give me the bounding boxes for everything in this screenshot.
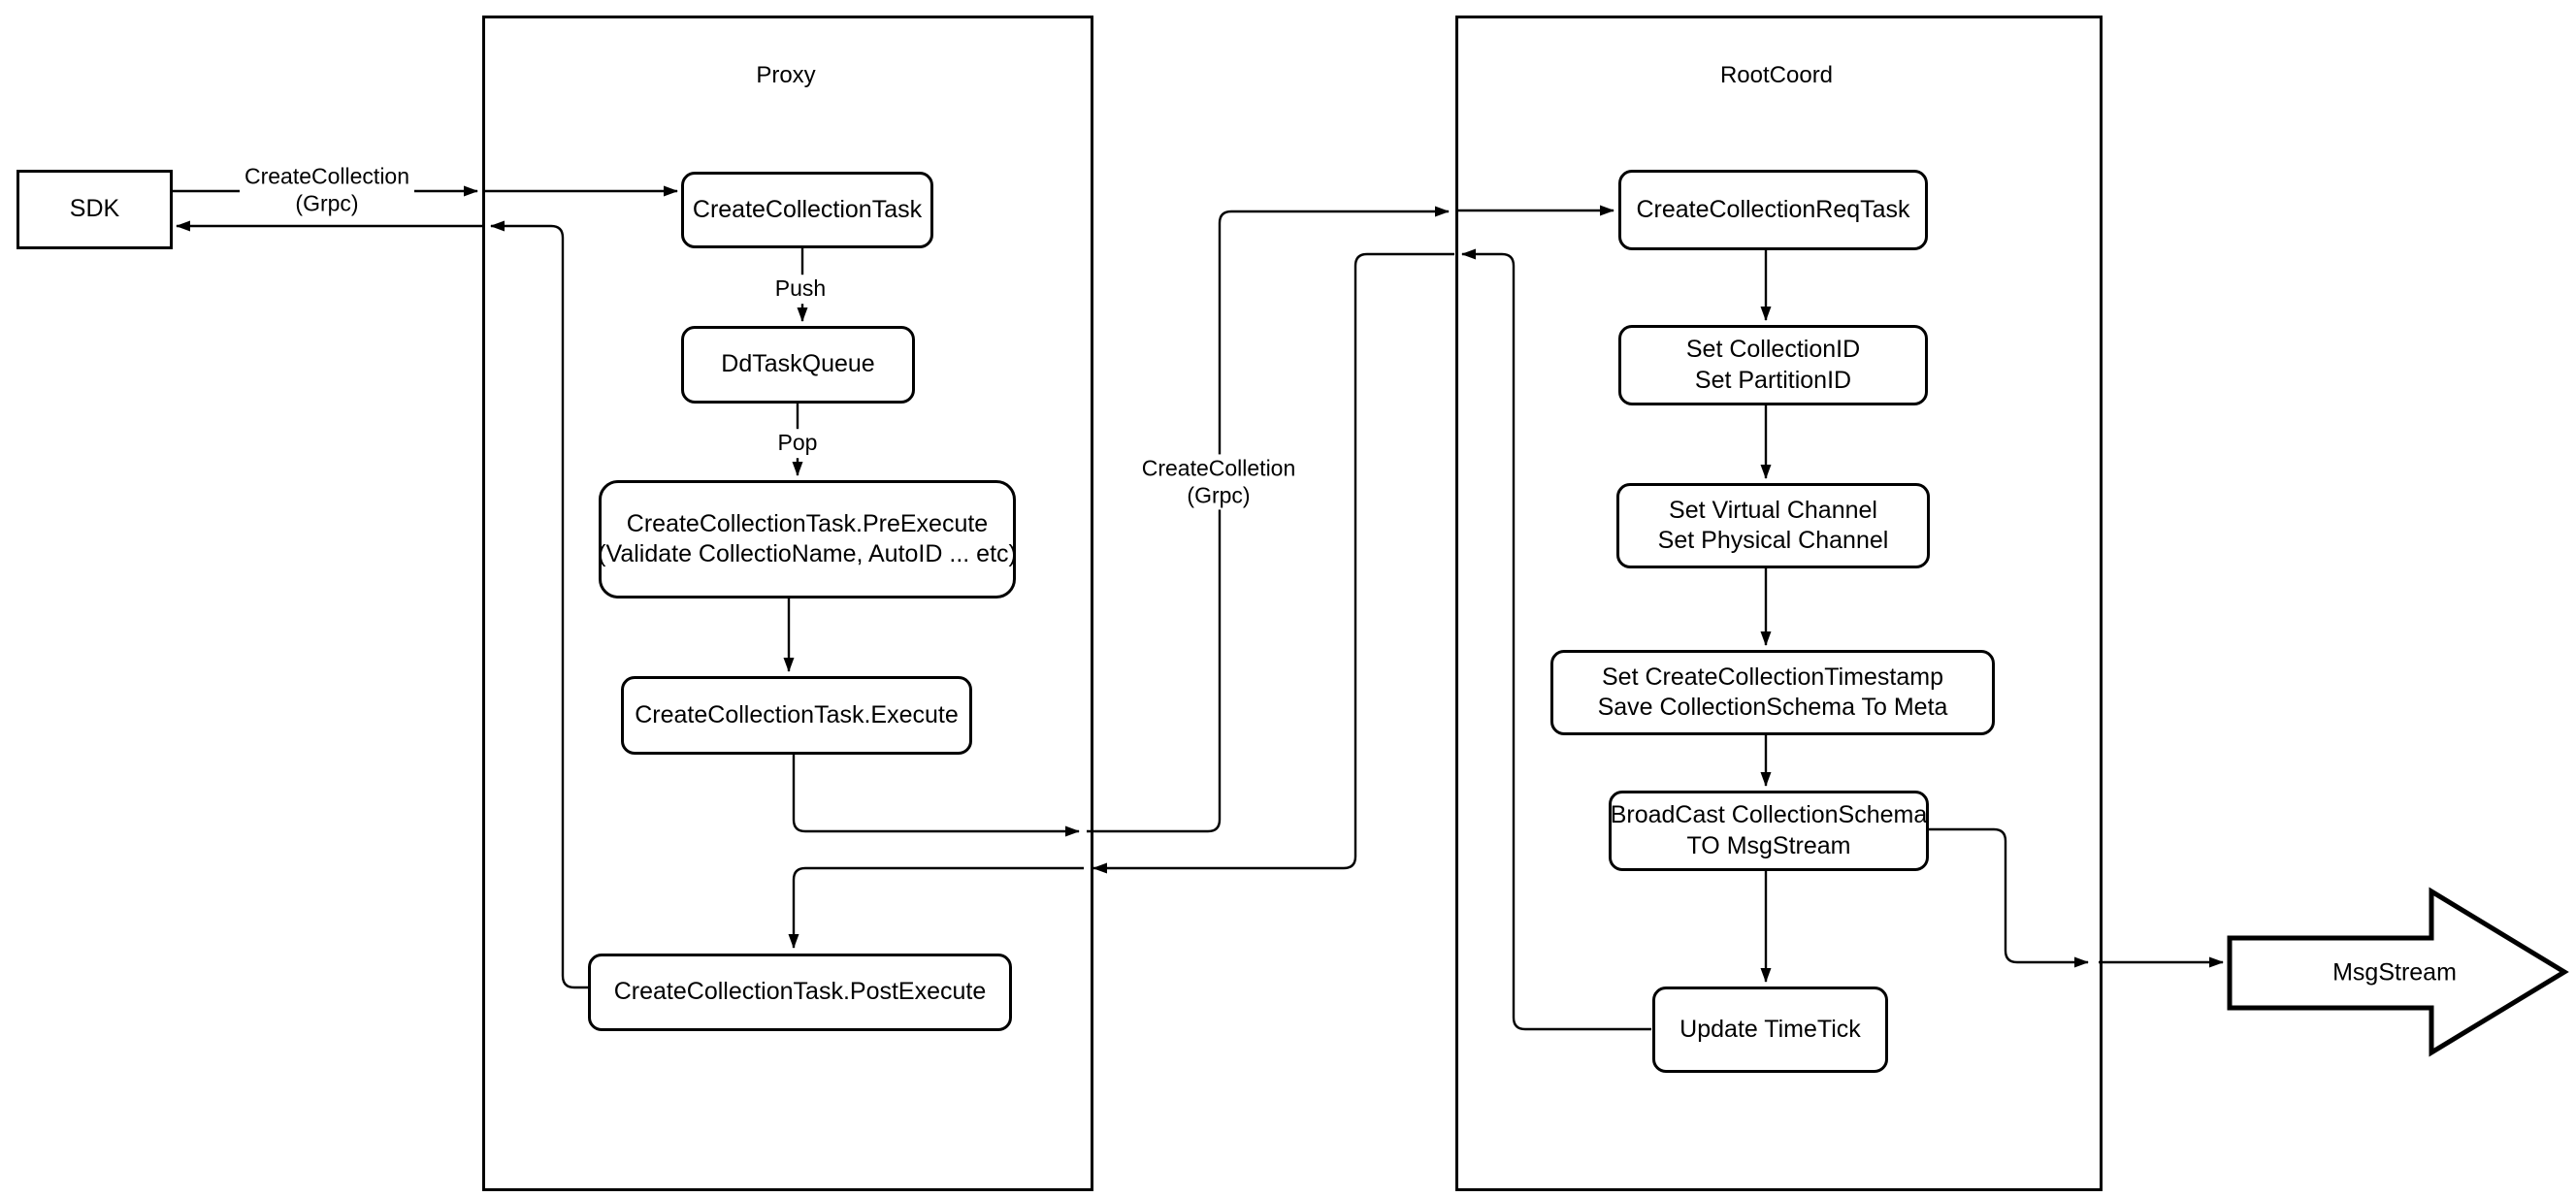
node-msgstream-label: MsgStream	[2332, 958, 2457, 987]
edge-label-createcolletion-grpc: CreateColletion (Grpc)	[1136, 454, 1301, 510]
node-pre-execute: CreateCollectionTask.PreExecute (Validat…	[598, 480, 1017, 598]
node-set-channels-line2: Set Physical Channel	[1657, 527, 1889, 554]
node-pre-execute-line1: CreateCollectionTask.PreExecute	[626, 509, 989, 537]
edge-label-createcolletion-grpc-line1: CreateColletion	[1141, 455, 1296, 481]
edge-label-push: Push	[769, 275, 831, 304]
node-sdk: SDK	[16, 170, 173, 249]
node-post-execute-label: CreateCollectionTask.PostExecute	[613, 978, 987, 1006]
edge-proxyborder-to-rootcoordborder	[1087, 206, 1450, 833]
container-rootcoord-title: RootCoord	[1719, 62, 1834, 88]
edge-label-createcollection-grpc: CreateCollection (Grpc)	[239, 162, 415, 218]
node-execute-label: CreateCollectionTask.Execute	[635, 700, 959, 728]
node-create-collection-task-label: CreateCollectionTask	[692, 195, 923, 223]
edge-label-createcollection-grpc-line2: (Grpc)	[295, 190, 359, 215]
node-set-ids-line2: Set PartitionID	[1694, 366, 1852, 394]
node-update-timetick: Update TimeTick	[1652, 987, 1888, 1073]
node-dd-task-queue: DdTaskQueue	[681, 326, 915, 404]
node-post-execute: CreateCollectionTask.PostExecute	[588, 954, 1012, 1031]
container-rootcoord	[1455, 16, 2103, 1191]
node-req-task: CreateCollectionReqTask	[1618, 170, 1928, 250]
container-proxy-title: Proxy	[756, 62, 816, 88]
edge-label-pop: Pop	[772, 429, 823, 458]
edge-updatetimetick-to-rootcoordborder	[1461, 248, 1651, 1031]
edge-label-createcollection-grpc-line1: CreateCollection	[244, 163, 410, 189]
node-req-task-label: CreateCollectionReqTask	[1636, 195, 1910, 223]
node-set-ids-line1: Set CollectionID	[1685, 336, 1861, 364]
node-set-ids: Set CollectionID Set PartitionID	[1618, 325, 1928, 405]
node-create-collection-task: CreateCollectionTask	[681, 172, 933, 248]
node-set-timestamp: Set CreateCollectionTimestamp Save Colle…	[1550, 650, 1995, 735]
edge-proxyborder-to-postexecute	[788, 866, 1084, 949]
msgstream-arrow-shape	[2227, 887, 2569, 1057]
node-broadcast: BroadCast CollectionSchema TO MsgStream	[1609, 791, 1929, 871]
node-update-timetick-label: Update TimeTick	[1679, 1015, 1861, 1043]
edge-postexecute-to-proxyborder	[490, 220, 588, 989]
container-proxy	[482, 16, 1093, 1191]
node-set-timestamp-line2: Save CollectionSchema To Meta	[1597, 694, 1948, 721]
node-set-channels-line1: Set Virtual Channel	[1669, 496, 1877, 524]
node-execute: CreateCollectionTask.Execute	[621, 676, 972, 755]
edge-broadcast-to-rootcoordborder	[1929, 827, 2089, 968]
node-sdk-label: SDK	[69, 195, 120, 223]
node-pre-execute-line2: (Validate CollectioName, AutoID ... etc)	[598, 540, 1017, 567]
node-broadcast-line2: TO MsgStream	[1686, 831, 1851, 859]
edge-rootcoordborder-to-proxyborder	[1092, 252, 1454, 874]
node-broadcast-line1: BroadCast CollectionSchema	[1610, 801, 1928, 829]
node-set-timestamp-line1: Set CreateCollectionTimestamp	[1602, 663, 1943, 691]
edge-label-createcolletion-grpc-line2: (Grpc)	[1187, 482, 1251, 507]
node-set-channels: Set Virtual Channel Set Physical Channel	[1616, 483, 1930, 568]
edge-execute-to-proxyborder	[792, 755, 1080, 837]
node-dd-task-queue-label: DdTaskQueue	[721, 350, 875, 378]
